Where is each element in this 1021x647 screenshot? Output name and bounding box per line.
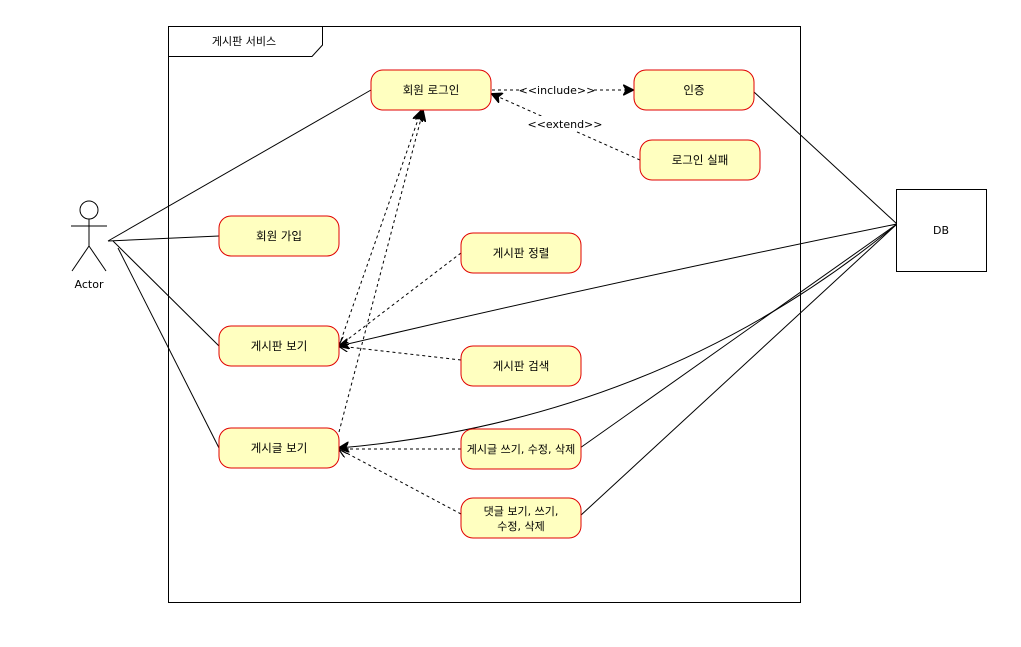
dep-post-view-login [338,111,423,433]
use-case-board-view[interactable]: 게시판 보기 [218,325,340,367]
db-box[interactable]: DB [896,189,987,272]
actor-leg-left [71,245,90,272]
actor[interactable] [71,200,107,272]
use-case-board-search[interactable]: 게시판 검색 [460,345,582,387]
dep-sort-board-view [339,252,462,346]
use-case-auth[interactable]: 인증 [633,69,755,111]
system-boundary [168,26,801,603]
actor-leg-right [88,245,107,272]
assoc-actor-post-view [117,247,220,449]
actor-label: Actor [75,278,104,291]
use-case-comment[interactable]: 댓글 보기, 쓰기, 수정, 삭제 [460,497,582,539]
dependencies [338,90,641,515]
assoc-db-auth [753,91,898,225]
extend-label-bg [532,116,600,131]
use-case-post-view[interactable]: 게시글 보기 [218,427,340,469]
use-case-board-sort[interactable]: 게시판 정렬 [460,232,582,274]
use-case-comment-label-line2: 수정, 삭제 [497,520,544,533]
use-case-board-sort-label: 게시판 정렬 [493,246,550,260]
use-case-login-label: 회원 로그인 [403,83,460,97]
db-associations [339,91,898,517]
assoc-actor-login [107,89,372,242]
actor-associations [107,89,372,449]
use-case-login-fail[interactable]: 로그인 실패 [639,139,761,181]
actor-head [79,200,99,220]
assoc-actor-signup [107,235,220,242]
use-case-post-write-label: 게시글 쓰기, 수정, 삭제 [467,443,576,456]
use-case-signup[interactable]: 회원 가입 [218,215,340,257]
dep-board-view-login [338,111,421,347]
use-case-board-view-label: 게시판 보기 [251,339,308,353]
use-case-post-view-label: 게시글 보기 [251,441,308,455]
use-case-signup-label: 회원 가입 [256,229,302,243]
use-case-comment-label-line1: 댓글 보기, 쓰기, [484,505,559,518]
assoc-db-post-write [579,223,898,449]
use-case-login-fail-label: 로그인 실패 [672,153,729,167]
include-label: <<include>> [519,84,596,97]
system-title-tab [168,26,323,57]
extend-label: <<extend>> [528,118,603,131]
dep-search-board-view [339,346,462,361]
use-case-login[interactable]: 회원 로그인 [370,69,492,111]
assoc-db-board-view [339,223,898,346]
use-case-board-search-label: 게시판 검색 [493,359,550,373]
dep-comment-post-view [339,449,462,515]
use-case-auth-label: 인증 [683,83,704,97]
assoc-actor-board-view [112,240,220,347]
db-label: DB [933,224,949,237]
assoc-db-comment [579,223,898,517]
include-label-bg [524,82,591,97]
use-case-post-write[interactable]: 게시글 쓰기, 수정, 삭제 [460,428,582,470]
assoc-db-post-view [339,223,898,448]
system-title: 게시판 서비스 [212,35,276,48]
